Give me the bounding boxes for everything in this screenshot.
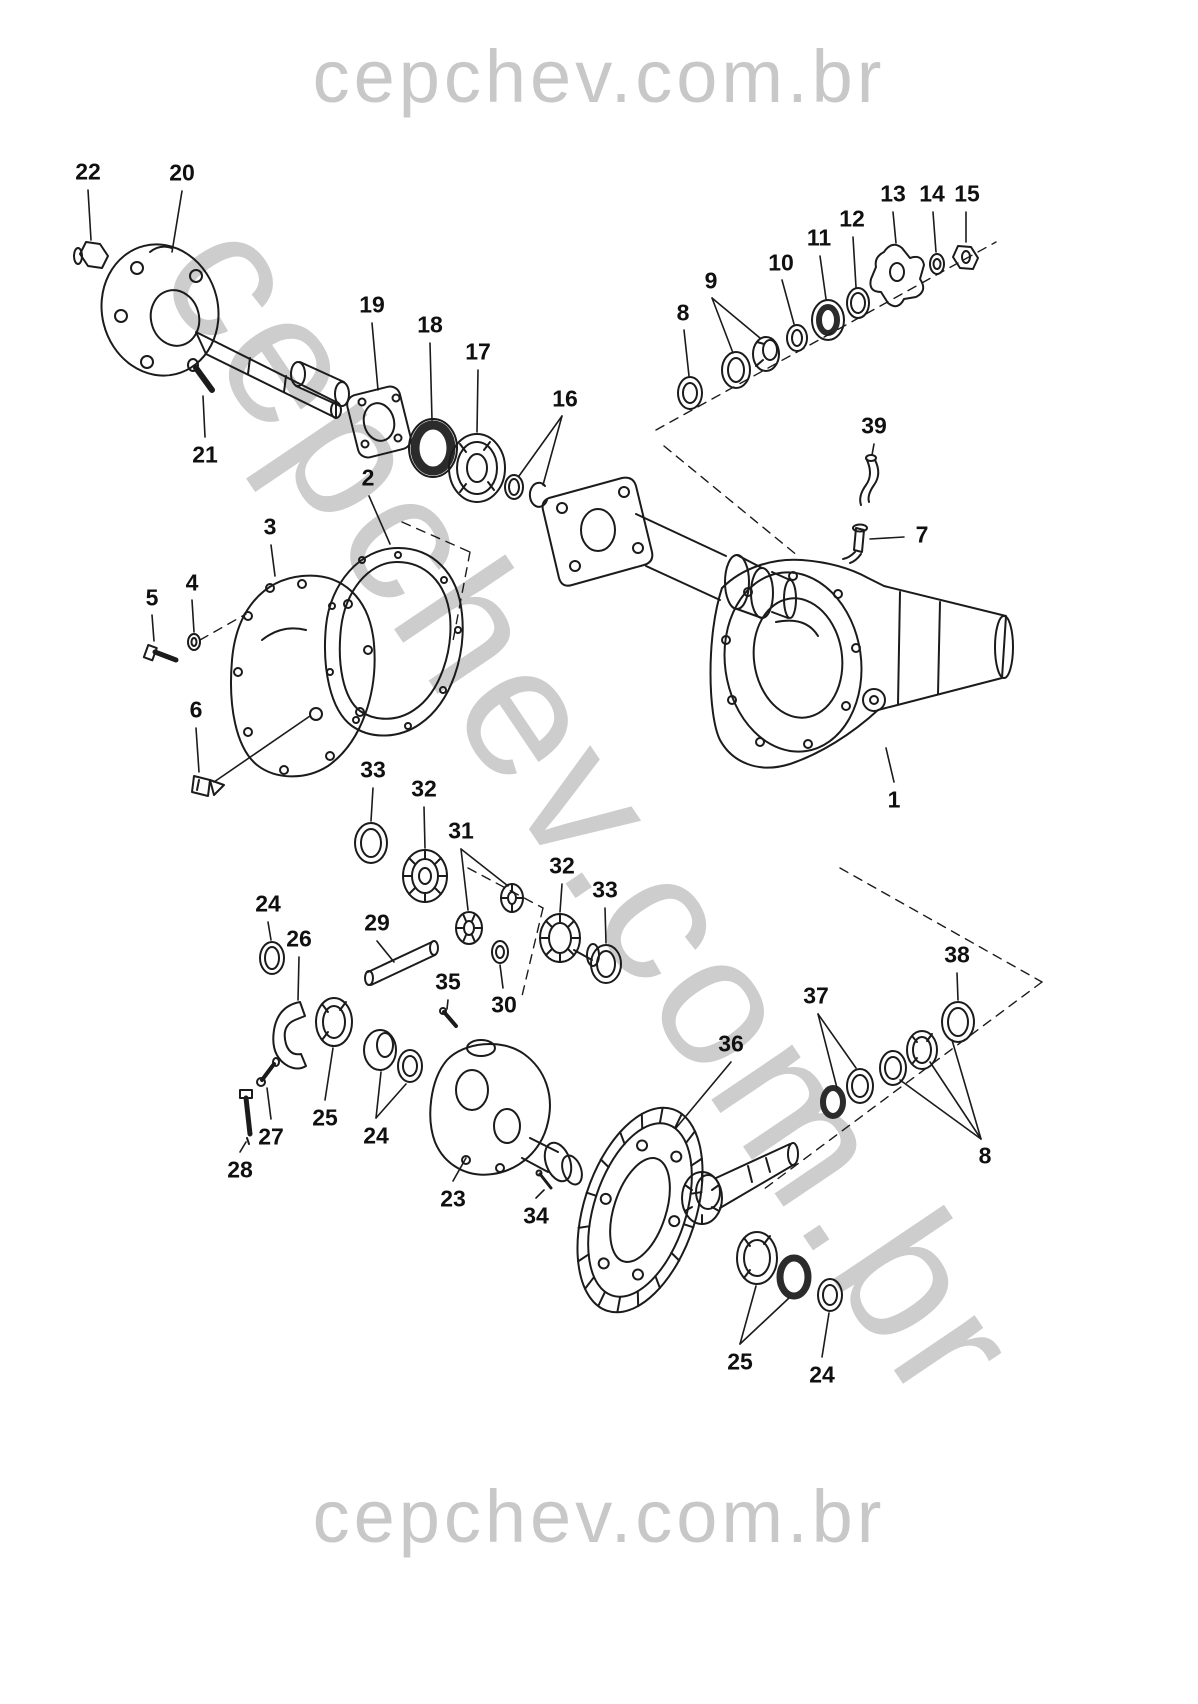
axle-shaft-drawing [73,241,350,419]
cover-and-gasket-drawing [142,547,464,797]
case-bolt-drawing [538,1172,553,1190]
differential-cover-drawing [230,574,376,778]
pinion-bearing-cluster-drawing [820,1001,975,1119]
vent-drawing [842,454,880,564]
axle-housing-drawing [709,558,1014,769]
lug-nut-drawing [79,241,109,269]
cover-washer-drawing [187,633,201,651]
long-bolt-drawing [243,1095,253,1137]
ring-gear-pinion-drawing [576,1106,799,1314]
differential-gears-drawing [239,822,622,1145]
pinion-nut-drawing [952,245,979,270]
stud-drawing [193,365,215,393]
bearing-cap-drawing [272,1001,307,1070]
fill-plug-drawing [191,775,211,797]
propeller-flange-drawing [541,476,797,619]
yoke-drawing [869,243,925,308]
cap-bolt-drawing [260,1062,276,1082]
differential-case-drawing [429,1039,583,1190]
assembly-axis-lines [199,241,1043,1193]
lock-bolt-drawing [442,1010,458,1028]
pinion-seal-train-drawing [677,243,979,410]
bearing-retainer-set-drawing [346,385,548,508]
leader-lines [87,189,982,1358]
pinion-rear-bearing-drawing [736,1231,843,1312]
